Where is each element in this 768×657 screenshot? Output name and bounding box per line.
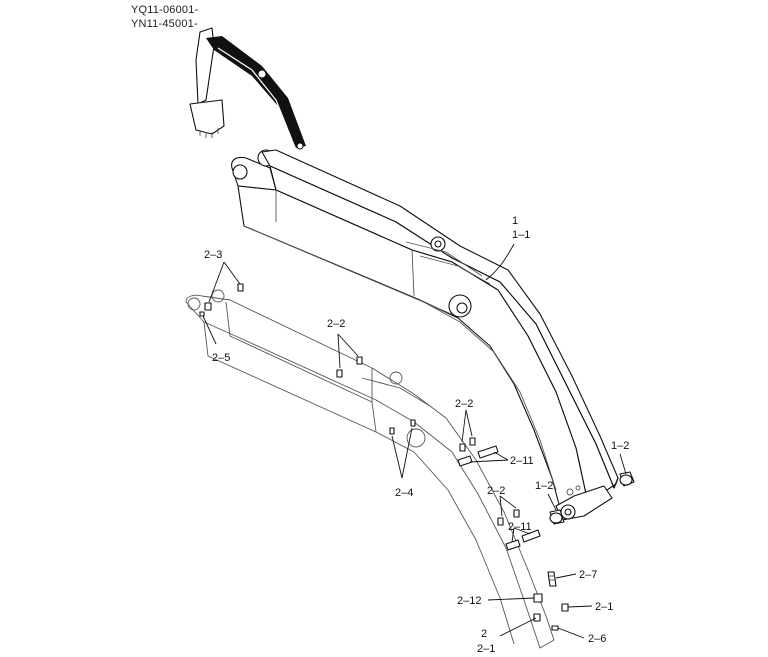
decal-2-2-b — [356, 356, 363, 365]
serial-range-1: YQ11-06001- — [131, 4, 199, 16]
callout-2-1-a: 2–1 — [595, 601, 613, 613]
callout-2-2-a: 2–2 — [327, 318, 345, 330]
callout-1-2-right: 1–2 — [611, 440, 629, 452]
decal-2-2-e — [497, 517, 504, 526]
decal-layout-boom — [185, 283, 569, 649]
callout-2-12: 2–12 — [457, 595, 481, 607]
callout-2-5: 2–5 — [212, 352, 230, 364]
callout-2-2-c: 2–2 — [487, 485, 505, 497]
decal-2-1-a — [561, 603, 569, 612]
callout-1-2-left: 1–2 — [535, 480, 553, 492]
decal-2-5 — [199, 311, 205, 317]
decal-2-11-a — [457, 455, 473, 467]
boom-assembly — [231, 149, 635, 525]
callout-1-1: 1–1 — [512, 229, 530, 241]
serial-range-2: YN11-45001- — [131, 18, 198, 30]
decal-2-11-c — [505, 539, 521, 551]
callout-2-7: 2–7 — [579, 569, 597, 581]
decal-2-1-b — [533, 613, 541, 622]
decal-2-11-b — [477, 445, 499, 459]
callout-2-11-a: 2–11 — [510, 455, 534, 467]
decal-2-7 — [547, 571, 557, 587]
excavator-front-overview — [189, 27, 306, 150]
callout-labels: 1 1–1 1–2 1–2 2–3 2–5 2–2 2–2 2–11 2–4 2… — [204, 215, 629, 655]
pin-1-2-right — [619, 471, 635, 487]
callout-2-1-b: 2–1 — [477, 643, 495, 655]
decal-2-4-b — [410, 419, 416, 427]
callout-2-6: 2–6 — [588, 633, 606, 645]
callout-2-11-b: 2–11 — [508, 521, 532, 533]
decal-2-12 — [533, 593, 543, 603]
leader-lines — [202, 243, 627, 639]
callout-2-4: 2–4 — [395, 487, 413, 499]
decal-2-11-d — [521, 529, 541, 543]
callout-2: 2 — [481, 628, 487, 640]
decal-2-2-a — [336, 369, 343, 378]
decal-2-2-f — [513, 509, 520, 518]
decal-2-2-d — [469, 437, 476, 446]
decal-2-6 — [551, 625, 559, 631]
decal-2-3 — [237, 283, 244, 292]
decal-2-2-c — [459, 443, 466, 452]
decal-2-3b — [204, 302, 212, 311]
callout-1: 1 — [512, 215, 518, 227]
decal-2-4-a — [389, 427, 395, 435]
callout-2-2-b: 2–2 — [455, 398, 473, 410]
callout-2-3: 2–3 — [204, 249, 222, 261]
pin-1-2-left — [549, 509, 565, 525]
